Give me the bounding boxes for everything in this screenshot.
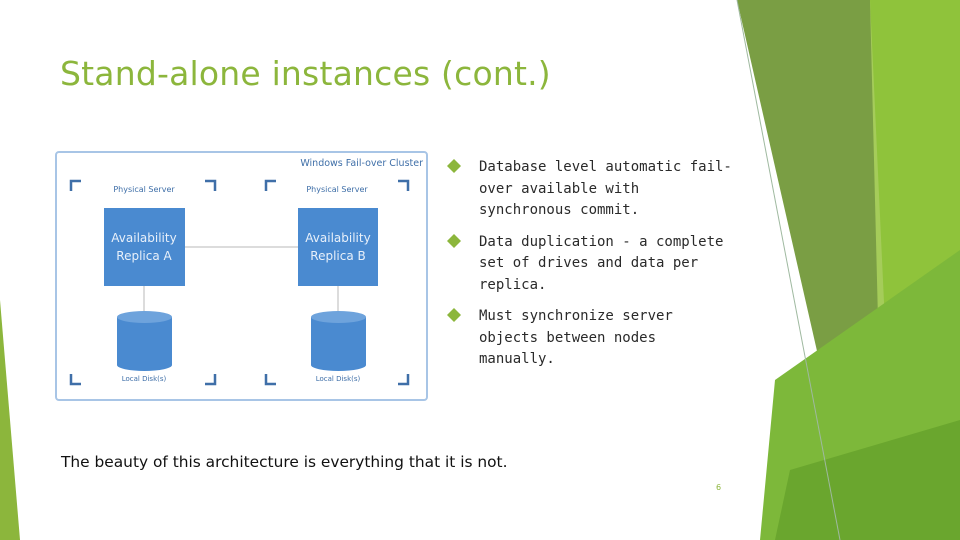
server-a-brackets	[69, 179, 217, 386]
cluster-label: Windows Fail-over Cluster	[300, 158, 423, 169]
disk-b-cylinder	[311, 311, 366, 371]
bullet-list: Database level automatic fail- over avai…	[447, 157, 737, 381]
bullet-text: Data duplication - a complete set of dri…	[479, 233, 724, 293]
server-b-brackets	[264, 179, 410, 386]
slide-title: Stand-alone instances (cont.)	[60, 54, 551, 93]
replica-a-line1: Availability	[111, 231, 176, 245]
bullet-text: Database level automatic fail- over avai…	[479, 159, 732, 218]
disk-label-b: Local Disk(s)	[316, 375, 361, 383]
deco-line	[736, 0, 841, 540]
footer-text: The beauty of this architecture is every…	[61, 453, 508, 471]
diamond-bullet-icon	[447, 233, 461, 248]
replica-b-line1: Availability	[305, 231, 370, 245]
disk-label-a: Local Disk(s)	[122, 375, 167, 383]
bullet-text: Must synchronize server objects between …	[479, 308, 673, 367]
bullet-item: Must synchronize server objects between …	[447, 306, 737, 371]
disk-a-cylinder	[117, 311, 172, 371]
replica-b-box	[298, 208, 378, 286]
bullet-item: Database level automatic fail- over avai…	[447, 157, 737, 222]
deco-shape-lowest	[775, 420, 960, 540]
replica-b-line2: Replica B	[310, 249, 365, 263]
server-label-a: Physical Server	[113, 185, 175, 194]
deco-shape-dark	[737, 0, 880, 430]
replica-a-line2: Replica A	[116, 249, 172, 263]
replica-a-box	[104, 208, 185, 286]
page-number: 6	[716, 483, 722, 492]
deco-shape-bottom-left	[0, 300, 20, 540]
bullet-item: Data duplication - a complete set of dri…	[447, 232, 737, 297]
diamond-bullet-icon	[447, 159, 461, 173]
server-label-b: Physical Server	[306, 185, 368, 194]
failover-cluster-diagram: Windows Fail-over Cluster Physical Serve…	[55, 151, 428, 401]
diamond-bullet-icon	[447, 308, 461, 322]
